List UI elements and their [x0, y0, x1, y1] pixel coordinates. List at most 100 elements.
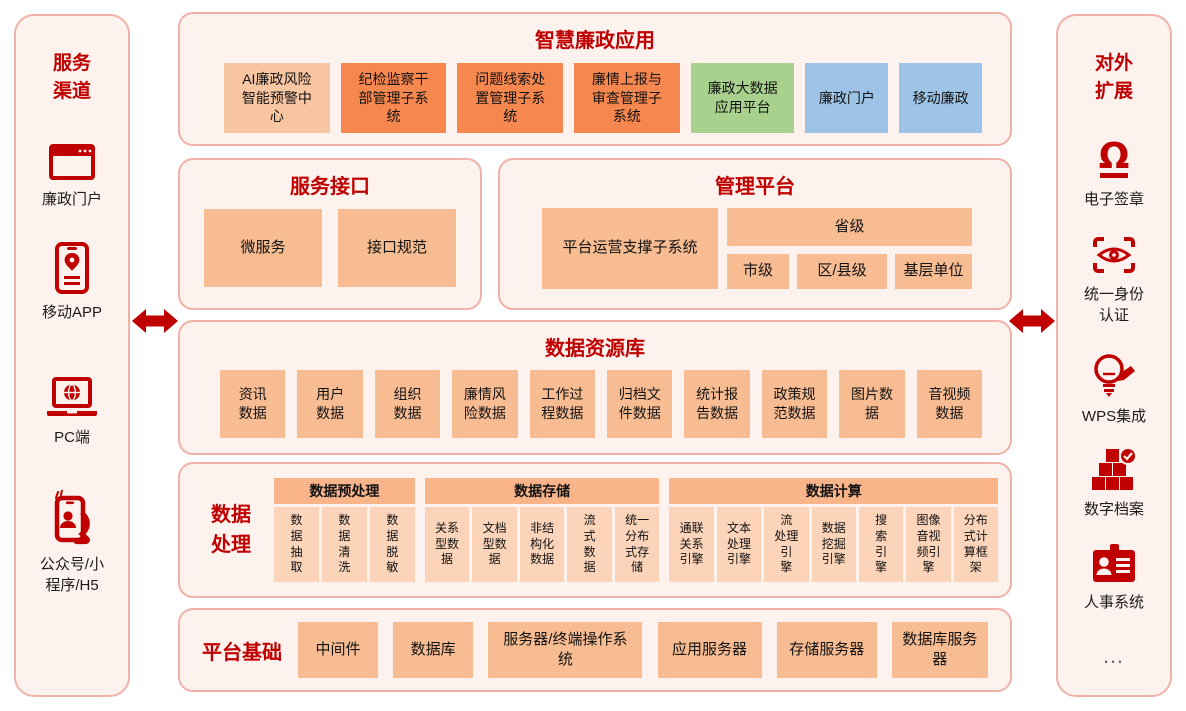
app-box-portal: 廉政门户 — [805, 63, 889, 133]
service-api-title: 服务接口 — [290, 176, 370, 198]
archive-blocks-icon — [1091, 447, 1137, 491]
box-db-server: 数据库服务 器 — [891, 622, 988, 678]
box-grassroots-unit: 基层单位 — [895, 254, 972, 289]
cell-data-mask: 数 据 脱 敏 — [369, 507, 415, 582]
sidebar-item-label: 移动APP — [41, 304, 102, 322]
group-preprocessing-header: 数据预处理 — [274, 478, 415, 504]
seal-omega-icon: Ω — [1099, 137, 1130, 179]
external-extensions-title: 对外 扩展 — [1094, 53, 1133, 102]
repo-box-process: 工作过 程数据 — [529, 370, 596, 438]
group-computing-cells: 通联 关系 引擎 文本 处理 引擎 流 处理 引 擎 数据 挖掘 引擎 搜 索 … — [669, 507, 998, 582]
identity-scan-icon — [1092, 237, 1135, 274]
box-database: 数据库 — [393, 622, 474, 678]
miniprogram-phone-icon — [54, 490, 90, 545]
repo-box-news: 资讯 数据 — [220, 370, 286, 438]
sidebar-item-more: … — [1102, 633, 1126, 672]
section-smart-apps: 智慧廉政应用 AI廉政风险 智能预警中 心 纪检监察干 部管理子系 统 问题线索… — [178, 12, 1012, 146]
cell-data-clean: 数 据 清 洗 — [321, 507, 367, 582]
platform-base-content: 平台基础 中间件 数据库 服务器/终端操作系 统 应用服务器 存储服务器 数据库… — [180, 610, 1010, 690]
sidebar-external-extensions: 对外 扩展 Ω 电子签章 统一身份 认证 — [1056, 14, 1172, 697]
cell-relation-engine: 通联 关系 引擎 — [669, 507, 714, 582]
platform-base-title: 平台基础 — [202, 641, 282, 664]
sidebar-item-mobile-app: 移动APP — [42, 242, 102, 323]
repo-box-user: 用户 数据 — [297, 370, 363, 438]
svg-text:Ω: Ω — [1099, 137, 1130, 177]
app-box-bigdata-platform: 廉政大数据 应用平台 — [690, 63, 795, 133]
box-api-spec: 接口规范 — [338, 209, 456, 287]
repo-box-av: 音视频 数据 — [916, 370, 983, 438]
section-management-platform: 管理平台 平台运营支撑子系统 省级 市级 区/县级 基层单位 — [498, 158, 1012, 310]
group-storage-cells: 关系 型数 据 文档 型数 据 非结 构化 数据 流 式 数 据 统一 分布 式… — [424, 507, 660, 582]
box-app-server: 应用服务器 — [657, 622, 762, 678]
section-data-processing: 数据 处理 数据预处理 数 据 抽 取 数 据 清 洗 数 据 脱 敏 数据存储… — [178, 462, 1012, 598]
management-boxes: 平台运营支撑子系统 省级 市级 区/县级 基层单位 — [542, 208, 972, 289]
sidebar-item-miniprogram: 公众号/小 程序/H5 — [40, 490, 104, 596]
box-storage-server: 存储服务器 — [776, 622, 877, 678]
group-computing: 数据计算 通联 关系 引擎 文本 处理 引擎 流 处理 引 擎 数据 挖掘 引擎… — [669, 478, 998, 582]
box-platform-operation: 平台运营支撑子系统 — [542, 208, 718, 289]
box-city-level: 市级 — [727, 254, 789, 289]
laptop-globe-icon — [47, 377, 97, 417]
left-double-arrow-icon — [132, 309, 178, 333]
app-box-report-review: 廉情上报与 审查管理子 系统 — [574, 63, 680, 133]
box-microservice: 微服务 — [204, 209, 322, 287]
sidebar-item-wps: WPS集成 — [1082, 352, 1146, 427]
hr-badge-icon — [1092, 544, 1135, 583]
section-data-repository: 数据资源库 资讯 数据 用户 数据 组织 数据 廉情风 险数据 工作过 程数据 … — [178, 320, 1012, 455]
cell-av-engine: 图像 音视 频引 擎 — [906, 507, 951, 582]
sidebar-item-label: 公众号/小 程序/H5 — [39, 556, 105, 595]
sidebar-item-label: 人事系统 — [1083, 594, 1144, 612]
box-middleware: 中间件 — [298, 622, 378, 678]
box-province-level: 省级 — [727, 208, 972, 246]
sidebar-item-label: 统一身份 认证 — [1083, 286, 1144, 325]
section-service-api: 服务接口 微服务 接口规范 — [178, 158, 482, 310]
box-district-level: 区/县级 — [797, 254, 887, 289]
data-repository-boxes: 资讯 数据 用户 数据 组织 数据 廉情风 险数据 工作过 程数据 归档文 件数… — [220, 370, 983, 438]
group-storage-header: 数据存储 — [424, 478, 660, 504]
management-title: 管理平台 — [715, 176, 795, 198]
cell-relational: 关系 型数 据 — [424, 507, 470, 582]
repo-box-policy: 政策规 范数据 — [761, 370, 828, 438]
data-processing-title: 数据 处理 — [211, 504, 251, 556]
sidebar-item-identity: 统一身份 认证 — [1084, 234, 1144, 326]
data-processing-content: 数据 处理 数据预处理 数 据 抽 取 数 据 清 洗 数 据 脱 敏 数据存储… — [180, 464, 1010, 596]
cell-text-engine: 文本 处理 引擎 — [716, 507, 762, 582]
repo-box-archive: 归档文 件数据 — [607, 370, 673, 438]
app-box-mobile: 移动廉政 — [899, 63, 982, 133]
more-ellipsis: … — [1102, 643, 1126, 669]
sidebar-service-channels: 服务 渠道 廉政门户 移动APP — [14, 14, 130, 697]
data-repository-title: 数据资源库 — [545, 338, 645, 360]
app-box-clue-handling: 问题线索处 置管理子系 统 — [457, 63, 564, 133]
box-server-os: 服务器/终端操作系 统 — [488, 622, 643, 678]
repo-box-risk: 廉情风 险数据 — [452, 370, 518, 438]
service-channels-title: 服务 渠道 — [52, 53, 91, 102]
bulb-pen-icon — [1094, 354, 1135, 398]
group-preprocessing: 数据预处理 数 据 抽 取 数 据 清 洗 数 据 脱 敏 — [274, 478, 415, 582]
sidebar-item-label: 廉政门户 — [41, 191, 102, 209]
management-levels: 省级 市级 区/县级 基层单位 — [727, 208, 972, 289]
sidebar-item-label: 电子签章 — [1083, 191, 1144, 209]
sidebar-item-label: WPS集成 — [1081, 408, 1147, 426]
app-box-cadre-mgmt: 纪检监察干 部管理子系 统 — [340, 63, 447, 133]
cell-distributed-storage: 统一 分布 式存 储 — [614, 507, 660, 582]
smart-apps-title: 智慧廉政应用 — [535, 30, 655, 52]
group-computing-header: 数据计算 — [669, 478, 998, 504]
section-platform-base: 平台基础 中间件 数据库 服务器/终端操作系 统 应用服务器 存储服务器 数据库… — [178, 608, 1012, 692]
repo-box-report: 统计报 告数据 — [684, 370, 750, 438]
cell-document: 文档 型数 据 — [472, 507, 517, 582]
repo-box-org: 组织 数据 — [374, 370, 441, 438]
smart-apps-boxes: AI廉政风险 智能预警中 心 纪检监察干 部管理子系 统 问题线索处 置管理子系… — [224, 63, 982, 133]
cell-data-extract: 数 据 抽 取 — [274, 507, 319, 582]
sidebar-item-eseal: Ω 电子签章 — [1084, 137, 1144, 210]
platform-base-boxes: 中间件 数据库 服务器/终端操作系 统 应用服务器 存储服务器 数据库服务 器 — [298, 622, 988, 678]
group-preprocessing-cells: 数 据 抽 取 数 据 清 洗 数 据 脱 敏 — [274, 507, 415, 582]
group-storage: 数据存储 关系 型数 据 文档 型数 据 非结 构化 数据 流 式 数 据 统一… — [424, 478, 660, 582]
app-box-ai-warning: AI廉政风险 智能预警中 心 — [224, 63, 330, 133]
cell-streaming: 流 式 数 据 — [567, 507, 612, 582]
right-double-arrow-icon — [1009, 309, 1055, 333]
browser-window-icon — [48, 144, 95, 181]
sidebar-item-archive: 数字档案 — [1084, 447, 1144, 520]
sidebar-item-hr: 人事系统 — [1084, 542, 1144, 613]
sidebar-item-label: PC端 — [54, 429, 90, 447]
